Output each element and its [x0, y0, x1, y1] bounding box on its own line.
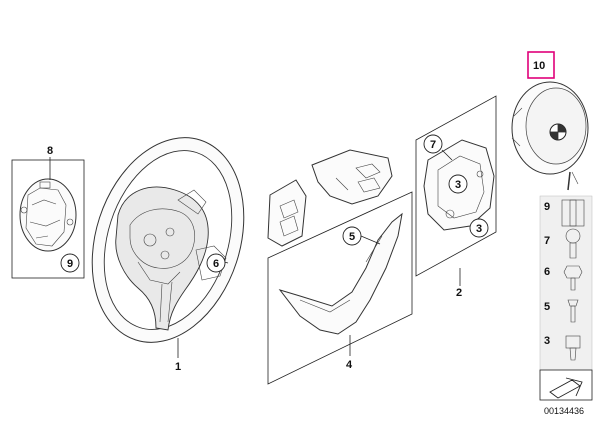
airbag-module-part	[511, 81, 589, 191]
hardware-panel	[539, 195, 593, 401]
part-4-frame	[267, 191, 413, 385]
callout-10-label: 10	[533, 60, 545, 72]
callout-7-label: 7	[430, 139, 436, 151]
steering-wheel-part	[91, 137, 245, 358]
callout-3b-label: 3	[476, 223, 482, 235]
callout-3a-circle: 3	[448, 174, 468, 194]
part-2-frame	[415, 95, 497, 277]
slip-ring-part	[19, 178, 77, 252]
callout-10-highlight-box	[527, 51, 555, 79]
hardware-label-2: 7	[544, 235, 550, 247]
part-4-group	[267, 191, 413, 385]
hardware-label-5: 3	[544, 335, 550, 347]
multifunction-switch-upper	[311, 149, 393, 205]
diagram-number: 00134436	[544, 406, 584, 416]
callout-1-label: 1	[175, 361, 181, 373]
callout-6-label: 6	[213, 258, 219, 270]
callout-8-label: 8	[47, 145, 53, 157]
callout-9-circle: 9	[60, 253, 80, 273]
callout-2-label: 2	[456, 287, 462, 299]
callout-3b-circle: 3	[469, 218, 489, 238]
callout-5-circle: 5	[342, 226, 381, 246]
callout-7-circle: 7	[423, 134, 453, 161]
hardware-label-4: 5	[544, 301, 550, 313]
part-8-frame	[11, 159, 85, 279]
part-8-group	[11, 157, 85, 279]
callout-6-circle: 6	[206, 253, 229, 273]
callout-3a-label: 3	[455, 179, 461, 191]
callout-4-label: 4	[346, 359, 353, 371]
callout-9-label: 9	[67, 258, 73, 270]
hardware-label-1: 9	[544, 201, 550, 213]
hardware-label-3: 6	[544, 266, 550, 278]
steering-wheel-hub	[115, 186, 209, 331]
multifunction-switch-lower	[267, 179, 307, 247]
callout-5-label: 5	[349, 231, 355, 243]
